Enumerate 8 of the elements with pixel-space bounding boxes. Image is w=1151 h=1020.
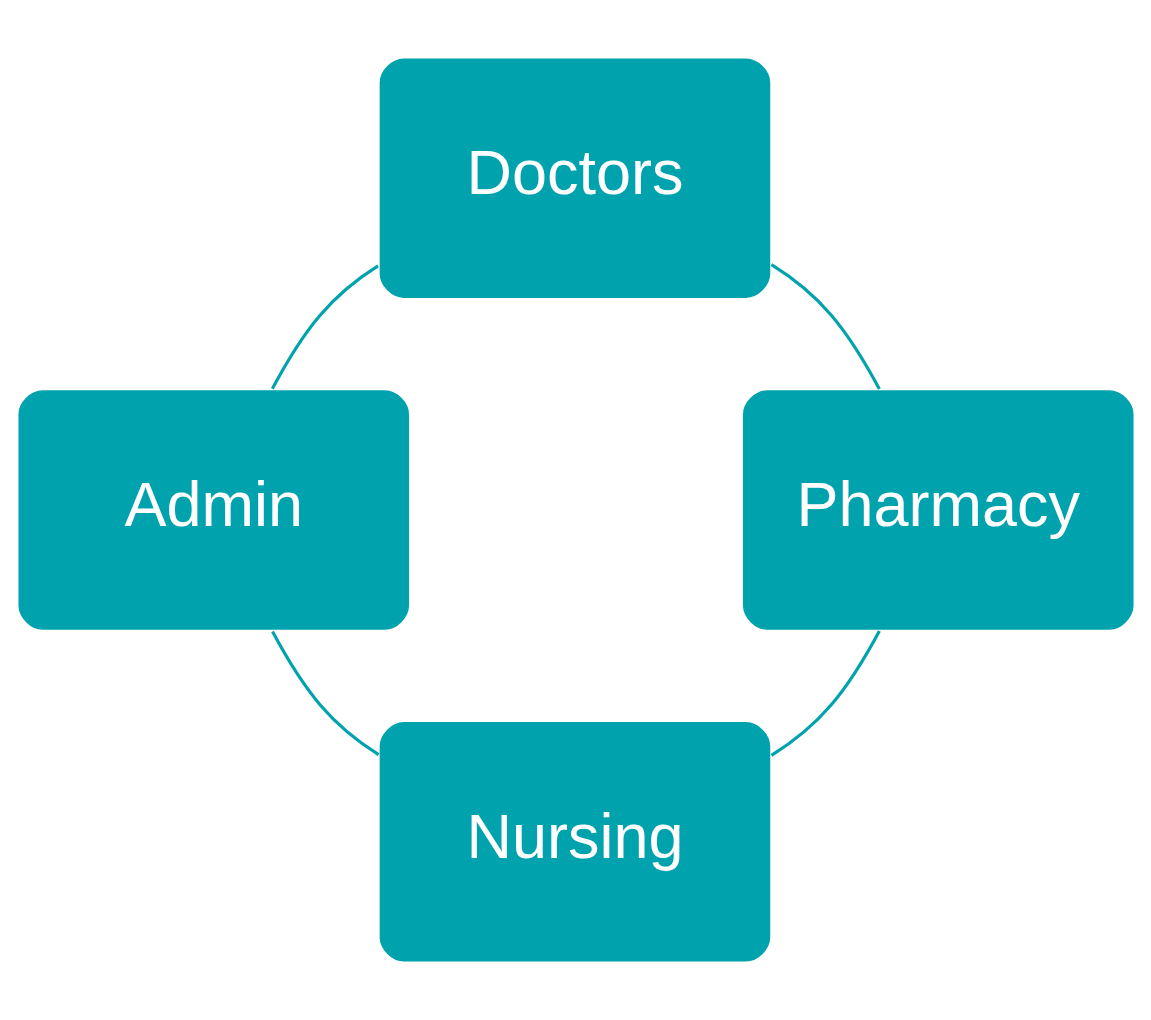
node-box: Doctors	[377, 56, 772, 300]
node-box: Pharmacy	[740, 388, 1136, 632]
node-box: Admin	[15, 388, 411, 632]
connector	[770, 630, 881, 757]
connector	[770, 263, 881, 390]
node-box: Nursing	[377, 720, 772, 964]
connector	[270, 630, 379, 756]
connector	[270, 264, 379, 390]
